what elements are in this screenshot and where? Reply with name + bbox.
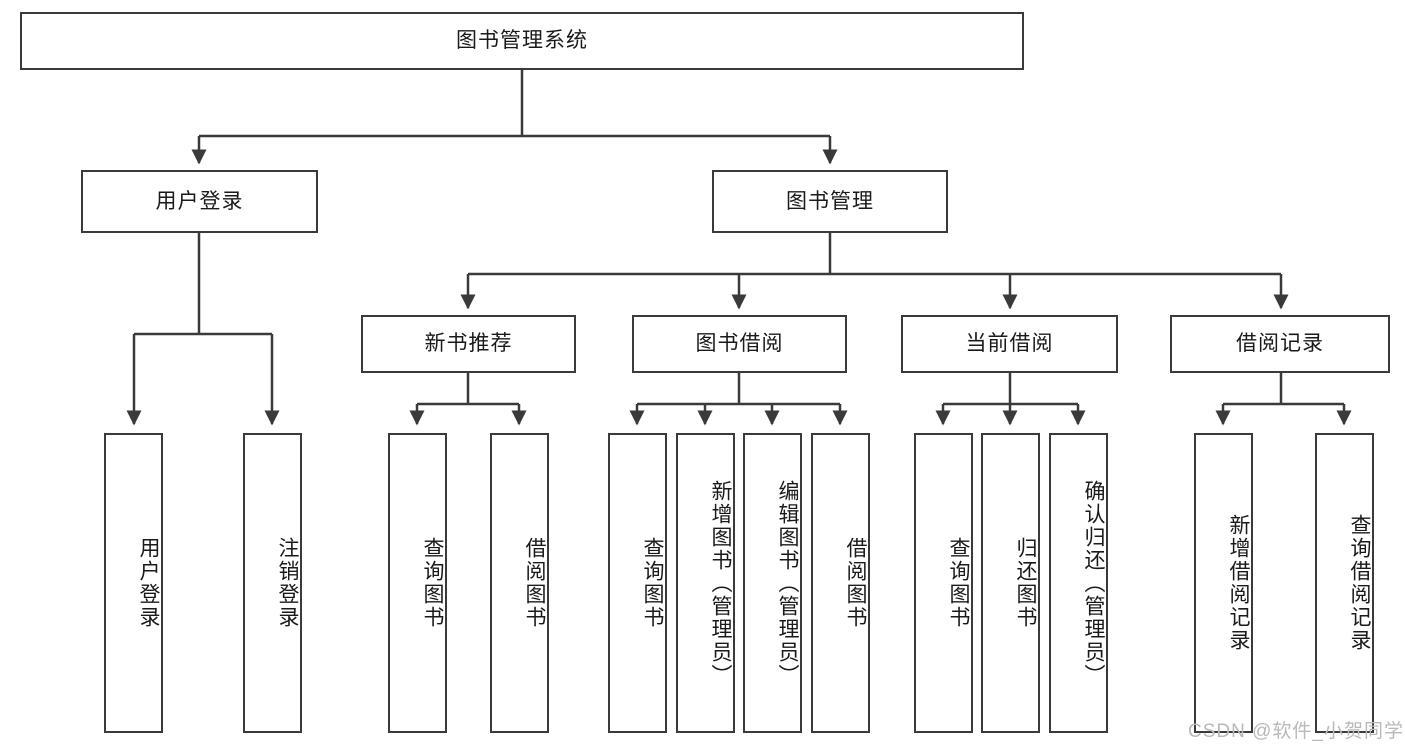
leaf-book-borrow-edit-label: 编辑图书（管理员）: [776, 479, 799, 687]
leaf-current-borrow-return-label: 归还图书: [1014, 537, 1037, 629]
leaf-book-borrow-borrow-label: 借阅图书: [844, 537, 867, 629]
leaf-current-borrow-query[interactable]: 查询图书: [914, 433, 973, 733]
node-book-management[interactable]: 图书管理: [712, 170, 948, 233]
leaf-user-login-logout[interactable]: 注销登录: [243, 433, 302, 733]
node-current-borrow-label: 当前借阅: [965, 332, 1054, 356]
leaf-borrow-record-query-label: 查询借阅记录: [1348, 514, 1371, 652]
leaf-new-book-query-label: 查询图书: [421, 537, 444, 629]
leaf-current-borrow-return[interactable]: 归还图书: [981, 433, 1040, 733]
leaf-new-book-borrow-label: 借阅图书: [523, 537, 546, 629]
node-borrow-record-label: 借阅记录: [1236, 332, 1324, 356]
leaf-user-login-login-label: 用户登录: [137, 537, 160, 629]
leaf-book-borrow-add-label: 新增图书（管理员）: [709, 479, 732, 687]
leaf-user-login-login[interactable]: 用户登录: [104, 433, 163, 733]
leaf-borrow-record-add-label: 新增借阅记录: [1227, 514, 1250, 652]
leaf-current-borrow-query-label: 查询图书: [947, 537, 970, 629]
leaf-current-borrow-confirm[interactable]: 确认归还（管理员）: [1049, 433, 1108, 733]
node-new-book-recommend[interactable]: 新书推荐: [361, 315, 576, 373]
leaf-book-borrow-query[interactable]: 查询图书: [608, 433, 667, 733]
node-root-system[interactable]: 图书管理系统: [20, 12, 1024, 70]
leaf-user-login-logout-label: 注销登录: [276, 537, 299, 629]
node-current-borrow[interactable]: 当前借阅: [901, 315, 1118, 373]
csdn-watermark: CSDN @软件_小贺同学: [1188, 721, 1404, 742]
leaf-new-book-borrow[interactable]: 借阅图书: [490, 433, 549, 733]
node-book-borrow-label: 图书借阅: [695, 332, 784, 356]
node-root-system-label: 图书管理系统: [456, 29, 588, 53]
leaf-book-borrow-edit[interactable]: 编辑图书（管理员）: [743, 433, 802, 733]
leaf-current-borrow-confirm-label: 确认归还（管理员）: [1082, 479, 1105, 687]
leaf-book-borrow-borrow[interactable]: 借阅图书: [811, 433, 870, 733]
node-book-management-label: 图书管理: [786, 189, 874, 213]
node-new-book-recommend-label: 新书推荐: [424, 332, 513, 356]
leaf-book-borrow-add[interactable]: 新增图书（管理员）: [676, 433, 735, 733]
node-book-borrow[interactable]: 图书借阅: [632, 315, 847, 373]
node-user-login-label: 用户登录: [155, 189, 244, 213]
leaf-book-borrow-query-label: 查询图书: [641, 537, 664, 629]
node-borrow-record[interactable]: 借阅记录: [1170, 315, 1390, 373]
leaf-new-book-query[interactable]: 查询图书: [388, 433, 447, 733]
node-user-login[interactable]: 用户登录: [81, 170, 318, 233]
leaf-borrow-record-add[interactable]: 新增借阅记录: [1194, 433, 1253, 733]
leaf-borrow-record-query[interactable]: 查询借阅记录: [1315, 433, 1374, 733]
